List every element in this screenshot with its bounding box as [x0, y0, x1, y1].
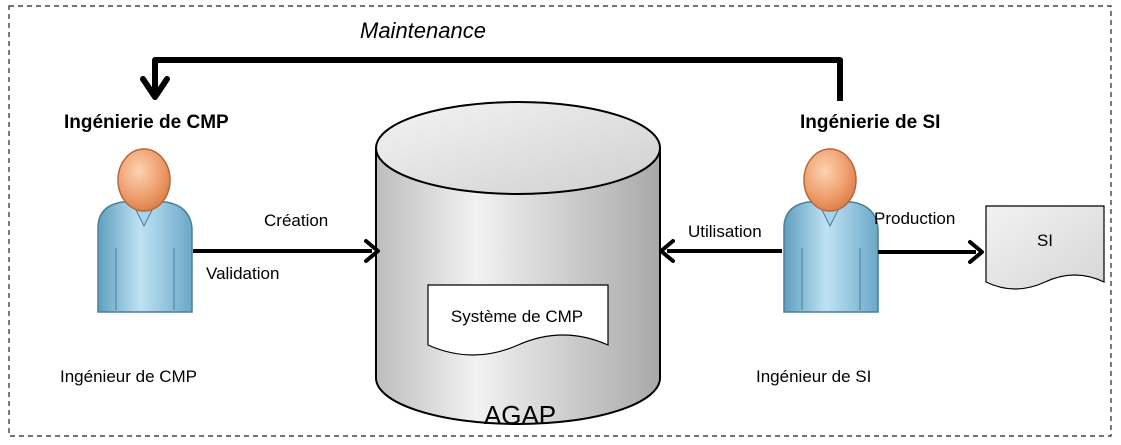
dashed-frame: [8, 5, 1112, 437]
ingenieur-cmp-label: Ingénieur de CMP: [60, 367, 197, 386]
systeme-cmp-document: [427, 284, 609, 356]
ingenieur-si-label: Ingénieur de SI: [756, 367, 871, 386]
maintenance-arrow: [140, 57, 843, 101]
utilisation-arrow: [659, 239, 782, 263]
creation-label: Création: [264, 211, 328, 230]
agap-label: AGAP: [484, 400, 556, 430]
database-cylinder-icon: [375, 101, 661, 425]
person-icon: [97, 148, 193, 313]
person-icon: [783, 148, 879, 313]
creation-validation-arrow: [193, 239, 380, 263]
maintenance-label: Maintenance: [360, 18, 486, 43]
systeme-cmp-label: Système de CMP: [451, 307, 583, 326]
si-document-label: SI: [1037, 231, 1053, 250]
ingenierie-si-title: Ingénierie de SI: [800, 112, 940, 133]
ingenierie-cmp-title: Ingénierie de CMP: [64, 112, 229, 133]
production-label: Production: [874, 209, 955, 228]
utilisation-label: Utilisation: [688, 222, 762, 241]
production-arrow: [878, 240, 984, 264]
validation-label: Validation: [206, 264, 279, 283]
document-icon: [985, 205, 1105, 290]
